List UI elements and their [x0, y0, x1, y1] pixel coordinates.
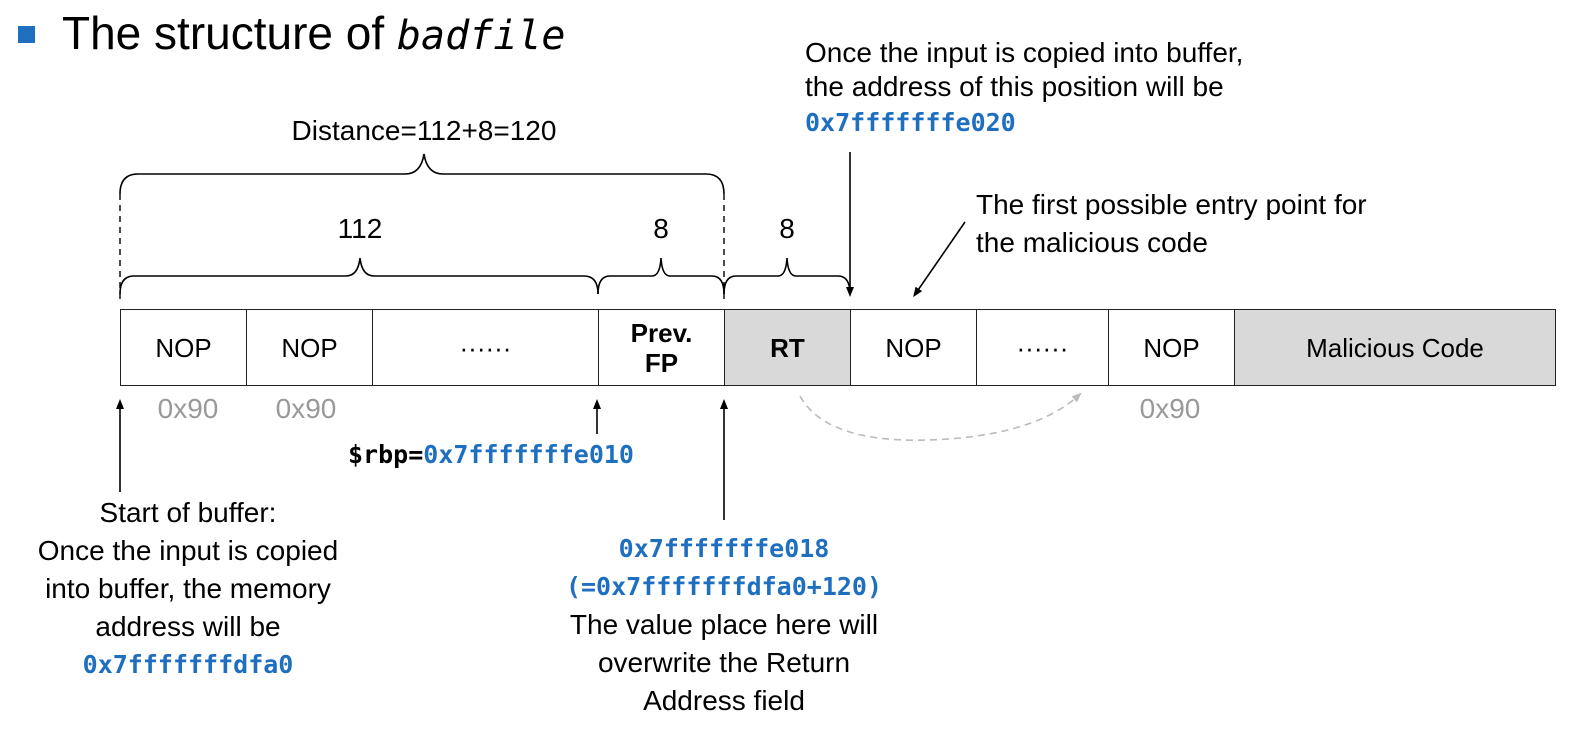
return-note-line2: overwrite the Return [597, 647, 851, 678]
distance-label: Distance=112+8=120 [291, 115, 557, 146]
buffer-note-line1: Start of buffer: [99, 497, 277, 528]
brace-8-fp [597, 257, 725, 295]
cell-nop-4: NOP [1108, 309, 1235, 386]
cell-nop-2: NOP [246, 309, 373, 386]
return-note-address: 0x7fffffffe018 [618, 534, 830, 563]
top-note: Once the input is copied into buffer, th… [805, 36, 1243, 142]
buffer-note-address: 0x7fffffffdfa0 [82, 650, 294, 679]
cell-prev-fp: Prev.FP [598, 309, 725, 386]
byte-value-1: 0x90 [157, 393, 219, 424]
label-8-rt: 8 [779, 213, 795, 244]
cell-nop-3-label: NOP [885, 332, 942, 363]
cell-nop-2-label: NOP [281, 332, 338, 363]
cell-ellipsis-2-label: ······ [1016, 332, 1069, 363]
rbp-label: $rbp=0x7fffffffe010 [348, 438, 634, 476]
cell-return-address: RT [724, 309, 851, 386]
buffer-note: Start of buffer: Once the input is copie… [0, 494, 376, 684]
distance-brace [119, 153, 725, 195]
cell-nop-4-label: NOP [1143, 332, 1200, 363]
entry-note-line2: the malicious code [976, 227, 1208, 258]
entry-note: The first possible entry point for the m… [976, 188, 1367, 260]
title-bullet [18, 26, 35, 43]
return-note-formula: (=0x7fffffffdfa0+120) [565, 572, 883, 601]
slide-title: The structure of badfile [62, 6, 566, 63]
rbp-prefix: $rbp= [348, 440, 424, 469]
cell-prev-fp-line1: Prev. [630, 317, 693, 348]
brace-8-rt [723, 257, 851, 295]
title-filename: badfile [396, 13, 566, 59]
label-8-fp: 8 [653, 213, 669, 244]
cell-nop-1: NOP [120, 309, 247, 386]
cell-rt-label: RT [770, 332, 805, 363]
top-note-address: 0x7fffffffe020 [805, 108, 1016, 137]
buffer-note-line4: address will be [95, 611, 281, 642]
cell-nop-3: NOP [850, 309, 977, 386]
return-note: 0x7fffffffe018 (=0x7fffffffdfa0+120) The… [514, 530, 934, 720]
title-text: The structure of [62, 7, 397, 59]
cell-ellipsis-2: ······ [976, 309, 1109, 386]
top-note-line2: the address of this position will be [805, 71, 1224, 102]
cell-ellipsis-1-label: ······ [459, 332, 512, 363]
buffer-note-line3: into buffer, the memory [45, 573, 331, 604]
return-note-line1: The value place here will [569, 609, 879, 640]
byte-value-3: 0x90 [1139, 393, 1201, 424]
cell-malicious-label: Malicious Code [1306, 332, 1484, 363]
top-note-line1: Once the input is copied into buffer, [805, 37, 1244, 68]
cell-ellipsis-1: ······ [372, 309, 599, 386]
entry-note-line1: The first possible entry point for [976, 189, 1367, 220]
cell-malicious-code: Malicious Code [1234, 309, 1556, 386]
buffer-note-line2: Once the input is copied [37, 535, 339, 566]
jump-arrow [799, 392, 1082, 441]
rbp-address: 0x7fffffffe010 [423, 440, 634, 469]
label-112: 112 [337, 213, 383, 244]
byte-value-2: 0x90 [275, 393, 337, 424]
brace-112 [119, 257, 599, 295]
cell-prev-fp-line2: FP [644, 347, 679, 378]
arrow-entry [913, 221, 966, 298]
cell-nop-1-label: NOP [155, 332, 212, 363]
return-note-line3: Address field [643, 685, 805, 716]
